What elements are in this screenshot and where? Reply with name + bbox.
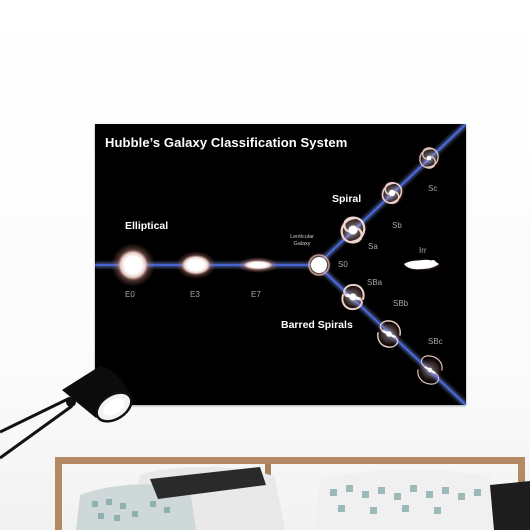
- label-e3: E3: [190, 290, 200, 299]
- poster-title: Hubble’s Galaxy Classification System: [105, 135, 348, 150]
- galaxy-sbc: [417, 355, 443, 385]
- galaxy-irr: [402, 259, 442, 271]
- galaxy-e0: [111, 243, 155, 287]
- label-sba: SBa: [367, 278, 383, 287]
- label-e7: E7: [251, 290, 261, 299]
- label-e0: E0: [125, 290, 135, 299]
- galaxy-sb: [379, 180, 405, 206]
- galaxy-sba: [340, 283, 366, 311]
- classification-diagram: [95, 124, 466, 405]
- lenticular-label-line2: Galaxy: [293, 240, 311, 247]
- label-sb: Sb: [392, 221, 402, 230]
- galaxy-s0: [306, 252, 332, 278]
- elliptical-heading: Elliptical: [125, 220, 169, 232]
- barred-spirals-heading: Barred Spirals: [281, 319, 353, 331]
- lenticular-label-line1: Lenticular: [290, 234, 314, 240]
- label-s0: S0: [338, 260, 348, 269]
- galaxy-e3: [176, 251, 216, 279]
- galaxy-poster: Hubble’s Galaxy Classification System El…: [95, 124, 466, 405]
- galaxy-sbb: [376, 320, 402, 348]
- label-sc: Sc: [428, 184, 438, 193]
- label-sa: Sa: [368, 242, 378, 251]
- bed-headboard-icon: [55, 457, 530, 530]
- lenticular-label: Lenticular Galaxy: [283, 234, 321, 247]
- spiral-heading: Spiral: [332, 193, 362, 205]
- label-irr: Irr: [419, 246, 427, 255]
- label-sbc: SBc: [428, 337, 443, 346]
- label-sbb: SBb: [393, 299, 409, 308]
- galaxy-sc: [417, 146, 441, 170]
- desk-lamp-icon: [0, 366, 133, 460]
- galaxy-sa: [338, 215, 368, 245]
- galaxy-e7: [237, 257, 279, 273]
